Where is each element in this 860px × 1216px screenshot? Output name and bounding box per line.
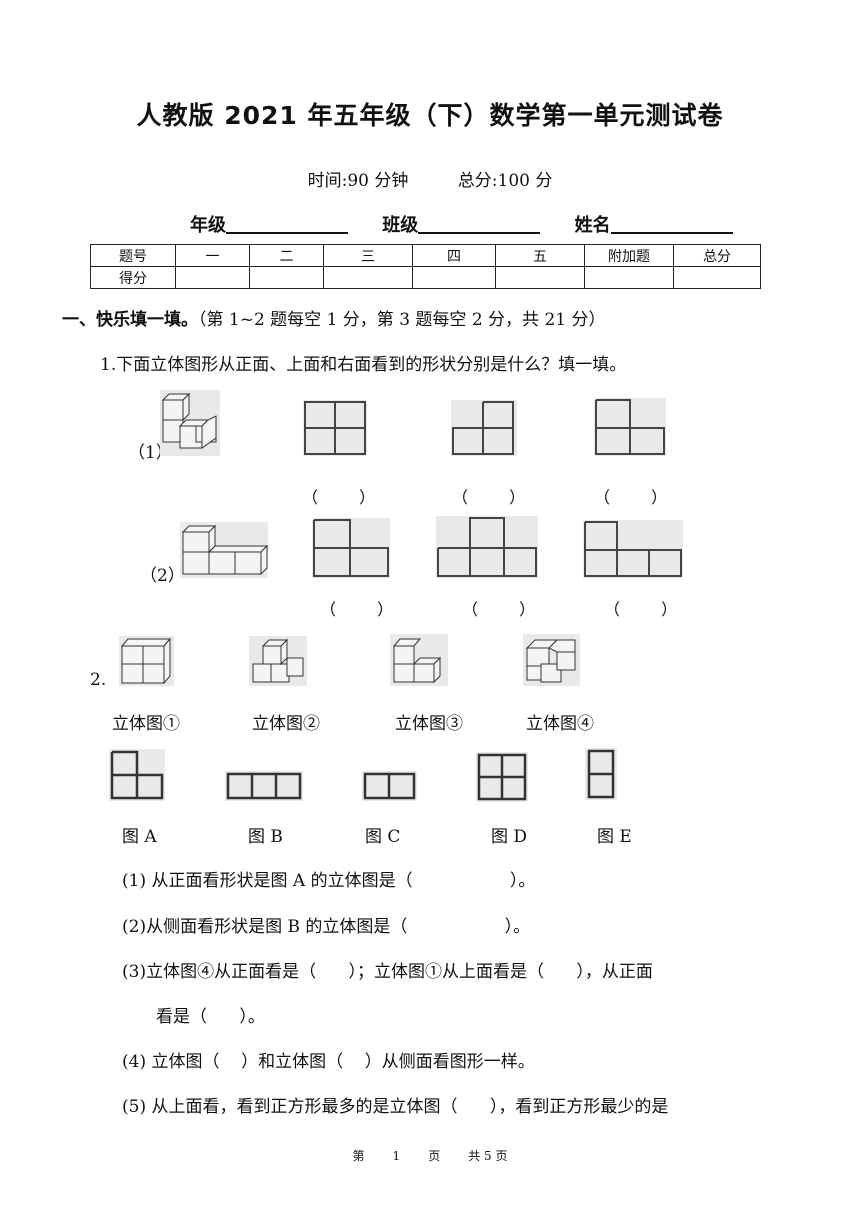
solid-label: 立体图③ [395, 714, 463, 734]
solid-4 [523, 634, 580, 686]
solid-figure-1 [160, 390, 220, 456]
sub-question-1: (1) 从正面看形状是图 A 的立体图是（ ）。 [122, 871, 536, 891]
name-label: 姓名 [574, 215, 611, 236]
solid-2 [249, 636, 307, 686]
score-cell[interactable] [495, 266, 585, 289]
view-label: 图 A [122, 827, 157, 847]
sub-question-2: (2)从侧面看形状是图 B 的立体图是（ ）。 [122, 917, 531, 937]
section-title: 一、快乐填一填。 [62, 310, 198, 330]
page-footer: 第 1 页 共 5 页 [0, 1147, 860, 1164]
view-label: 图 E [597, 827, 632, 847]
question-2-number: 2. [90, 670, 107, 690]
header-cell: 五 [495, 244, 585, 267]
view-a [109, 749, 165, 801]
view-label: 图 B [248, 827, 283, 847]
exam-meta: 时间:90 分钟 总分:100 分 [0, 166, 860, 191]
solid-label: 立体图② [252, 714, 320, 734]
q1-part2-label: （2） [140, 566, 185, 586]
answer-blank[interactable]: （ ） [320, 600, 412, 619]
score-cell[interactable] [673, 266, 761, 289]
view-c [362, 771, 417, 801]
section-heading: 一、快乐填一填。（第 1~2 题每空 1 分，第 3 题每空 2 分，共 21 … [62, 305, 606, 330]
header-cell: 四 [412, 244, 496, 267]
sub-question-3-cont: 看是（ ）。 [156, 1007, 265, 1027]
solid-figure-2 [180, 522, 268, 578]
score-table: 题号 一 二 三 四 五 附加题 总分 得分 [90, 244, 761, 289]
view-b [225, 771, 303, 801]
answer-blank[interactable]: （ ） [462, 600, 554, 619]
score-cell[interactable] [412, 266, 496, 289]
page-label: 第 [352, 1149, 365, 1163]
solid-3 [390, 634, 448, 686]
question-1-text: 1.下面立体图形从正面、上面和右面看到的形状分别是什么？填一填。 [100, 355, 627, 375]
grade-field[interactable] [226, 214, 348, 234]
view-figure [303, 400, 367, 456]
page-number: 1 [392, 1149, 401, 1163]
name-field[interactable] [610, 214, 733, 234]
score-cell[interactable] [584, 266, 674, 289]
answer-blank[interactable]: （ ） [604, 600, 696, 619]
score-cell[interactable] [249, 266, 324, 289]
answer-blank[interactable]: （ ） [594, 488, 686, 507]
score-cell[interactable] [323, 266, 413, 289]
view-figure [312, 518, 390, 578]
view-figure [436, 516, 538, 578]
time-limit: 时间:90 分钟 [307, 171, 409, 191]
solid-label: 立体图① [112, 714, 180, 734]
view-figure [594, 398, 666, 456]
page-title: 人教版 2021 年五年级（下）数学第一单元测试卷 [136, 101, 724, 130]
total-score: 总分:100 分 [457, 171, 553, 191]
header-cell: 三 [323, 244, 413, 267]
view-label: 图 C [365, 827, 401, 847]
sub-question-4: (4) 立体图（ ）和立体图（ ）从侧面看图形一样。 [122, 1052, 535, 1072]
score-row: 得分 [90, 266, 761, 289]
header-cell: 一 [175, 244, 250, 267]
solid-label: 立体图④ [526, 714, 594, 734]
page-unit: 页 [428, 1149, 441, 1163]
solid-1 [119, 636, 174, 686]
class-label: 班级 [382, 215, 419, 236]
page-total: 共 5 页 [468, 1149, 508, 1163]
score-table-header: 题号 一 二 三 四 五 附加题 总分 [90, 244, 761, 267]
view-figure [451, 400, 517, 456]
answer-blank[interactable]: （ ） [302, 488, 394, 507]
class-field[interactable] [418, 214, 541, 234]
grade-label: 年级 [190, 215, 226, 236]
answer-blank[interactable]: （ ） [452, 488, 544, 507]
header-cell: 总分 [673, 244, 761, 267]
header-cell: 二 [249, 244, 324, 267]
view-figure [583, 520, 683, 578]
view-label: 图 D [491, 827, 528, 847]
sub-question-5: (5) 从上面看，看到正方形最多的是立体图（ ），看到正方形最少的是 [122, 1097, 669, 1117]
view-e [585, 748, 617, 800]
header-cell: 题号 [90, 244, 176, 267]
section-note: （第 1~2 题每空 1 分，第 3 题每空 2 分，共 21 分） [198, 310, 606, 330]
student-info: 年级 班级 姓名 [190, 211, 761, 237]
sub-question-3: (3)立体图④从正面看是（ ）；立体图①从上面看是（ ），从正面 [122, 962, 653, 982]
header-cell: 附加题 [584, 244, 674, 267]
score-cell[interactable] [175, 266, 250, 289]
view-d [476, 752, 528, 802]
row-label: 得分 [90, 266, 176, 289]
